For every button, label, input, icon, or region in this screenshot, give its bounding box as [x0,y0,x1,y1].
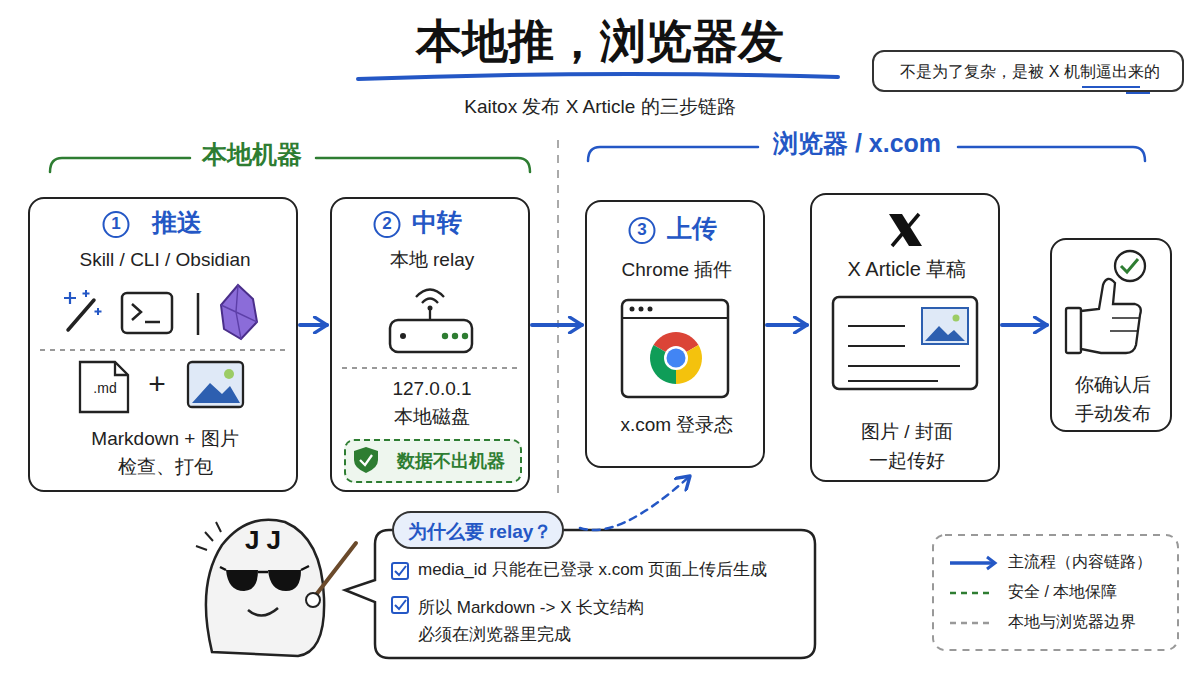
group-label: 本地机器 [202,139,302,169]
heading-text: 为什么要 relay？ [408,521,553,544]
node-text: 本地 relay [390,249,474,272]
subtitle: Kaitox 发布 X Article 的三步链路 [464,96,735,119]
mascot-letters: J J [245,525,281,556]
mascot [220,566,309,572]
node-text: Chrome 插件 [622,259,733,282]
flow-arrow [1002,323,1047,327]
check-item: 所以 Markdown -> X 长文结构 必须在浏览器里完成 [418,594,648,648]
flow-arrow [532,323,582,327]
callout-heading: 为什么要 relay？ [392,511,564,549]
node-text: 图片 / 封面 一起传好 [860,417,955,475]
flow-arrow [767,323,807,327]
diagram-title: 本地推，浏览器发 [416,14,784,69]
step-number: 3 [629,217,656,244]
process-box: 数据不出机器 2 中转本地 relay 127.0.0.1 本地磁盘 [330,197,530,492]
mascot [248,608,278,616]
process-box: 你确认后 手动发布 [1050,238,1172,432]
title-underline [358,74,838,79]
legend-sample [948,615,1000,631]
mascot [196,520,356,656]
node-text: 你确认后 手动发布 [1074,370,1153,428]
process-box: 3 上传 Chrome 插件 x.com 登录态 [585,200,765,468]
legend-frame [933,535,1178,650]
legend-sample [948,585,1000,601]
note-text: 不是为了复杂，是被 X 机制逼出来的 [900,62,1160,81]
title-underline [358,74,838,79]
legend-frame [933,535,1178,650]
flow-arrow [300,323,327,327]
group-bracket [316,158,530,172]
node-text: x.com 登录态 [621,414,734,437]
legend-text: 本地与浏览器边界 [1008,612,1136,631]
legend-sample [950,622,994,625]
node-text: Skill / CLI / Obsidian [79,249,250,272]
node-text: 127.0.0.1 本地磁盘 [391,375,474,431]
boundary-line [557,140,559,500]
check-item: media_id 只能在已登录 x.com 页面上传后生成 [418,560,768,580]
note-marker [1126,92,1150,94]
boundary-line [558,140,559,500]
node-text: X Article 草稿 [848,257,967,281]
legend-sample [987,557,995,569]
process-box: X Article 草稿图片 / 封面 一起传好 [810,193,1000,482]
legend-sample [948,555,1000,571]
group-bracket [588,147,758,161]
group-label: 浏览器 / x.com [773,128,941,158]
file-ext: .md [93,380,116,397]
process-box: 1 推送 Skill / CLI / Obsidian .md + Markdown + … [28,197,298,492]
flow-arrow [580,476,690,530]
mascot [306,593,320,607]
step-number: 1 [103,211,130,238]
group-bracket [958,147,1145,161]
legend-sample [950,561,994,565]
node-text: Markdown + 图片 检查、打包 [90,425,241,481]
mascot [268,570,301,591]
step-number: 2 [374,211,401,238]
legend-text: 安全 / 本地保障 [1008,582,1117,601]
mascot [206,520,324,656]
group-bracket [50,158,190,172]
step-title: 推送 [152,207,202,237]
callout-outline [345,530,815,658]
legend-sample [950,592,994,595]
note-box: 不是为了复杂，是被 X 机制逼出来的 [872,50,1184,92]
plus-sign: + [148,366,166,402]
mascot [226,570,258,591]
step-title: 中转 [412,207,462,237]
safety-badge: 数据不出机器 [344,439,522,483]
mascot [196,522,221,550]
callout-bubble: 为什么要 relay？media_id 只能在已登录 x.com 页面上传后生成… [375,530,815,658]
legend-text: 主流程（内容链路） [1008,552,1152,571]
badge-text: 数据不出机器 [397,451,505,473]
step-title: 上传 [667,213,717,243]
